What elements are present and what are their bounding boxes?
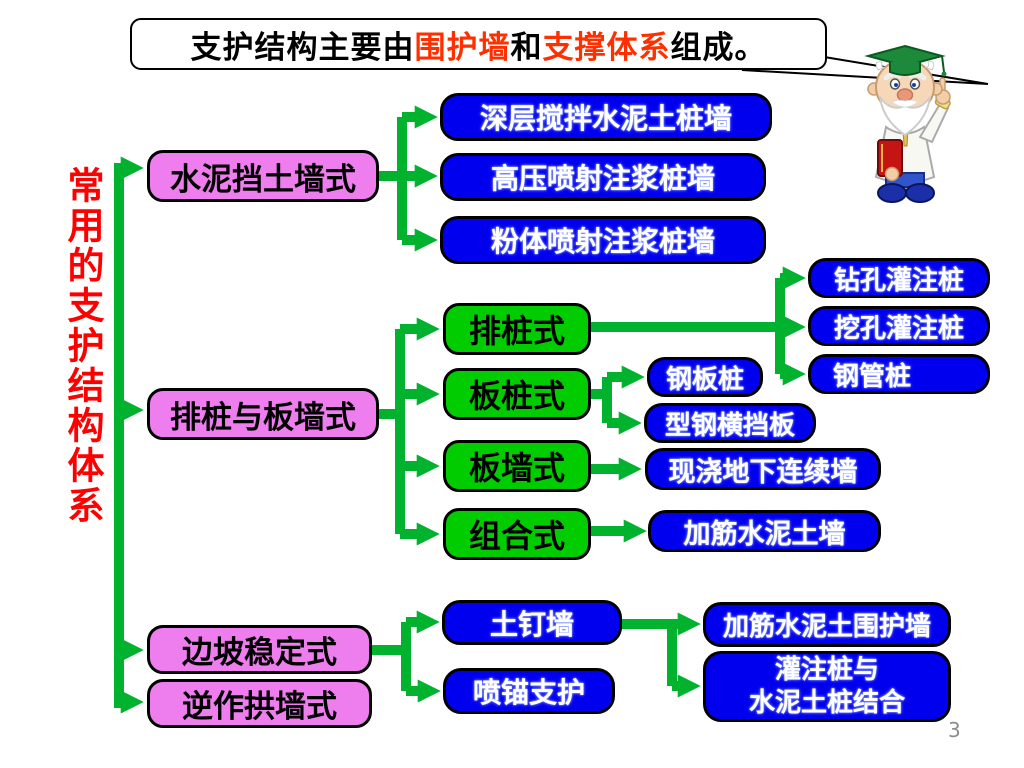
side-vertical-heading: 常用的支护结构体系: [61, 166, 104, 526]
slide-page-number: 3: [948, 718, 961, 742]
title-text: 支护结构主要由: [190, 29, 415, 66]
node-reinforced-cement-soil-retaining-wall: 加筋水泥土围护墙: [703, 602, 951, 647]
professor-mascot-icon: [864, 44, 951, 203]
node-slope-stability-type: 边坡稳定式: [147, 625, 372, 674]
node-reinforced-cement-soil-wall: 加筋水泥土墙: [648, 510, 881, 552]
tree-branches: [114, 105, 806, 714]
node-row-pile-type: 排桩式: [443, 303, 591, 355]
node-deep-mixing-cement-pile-wall: 深层搅拌水泥土桩墙: [440, 93, 772, 141]
node-row-pile-and-plate-wall-type: 排桩与板墙式: [147, 388, 379, 440]
title-speech-bubble: 支护结构主要由围护墙和支撑体系组成。: [130, 18, 827, 70]
node-steel-sheet-pile: 钢板桩: [647, 357, 763, 397]
node-cast-pile-cement-soil-combination: 灌注桩与 水泥土桩结合: [703, 651, 951, 722]
node-steel-pipe-pile: 钢管桩: [808, 354, 990, 394]
node-composite-type: 组合式: [443, 508, 591, 560]
node-dug-cast-in-place-pile: 挖孔灌注桩: [808, 306, 990, 346]
node-powder-jet-grouting-pile-wall: 粉体喷射注浆桩墙: [440, 216, 766, 264]
node-bored-cast-in-place-pile: 钻孔灌注桩: [808, 258, 990, 298]
node-reverse-arch-wall-type: 逆作拱墙式: [147, 679, 372, 728]
node-soil-nail-wall: 土钉墙: [442, 600, 622, 645]
node-shotcrete-anchor-support: 喷锚支护: [443, 668, 615, 714]
node-cement-retaining-wall-type: 水泥挡土墙式: [147, 150, 379, 202]
title-text: 和: [510, 29, 543, 66]
node-text-line: 灌注桩与: [774, 655, 879, 685]
node-text-line: 水泥土桩结合: [748, 687, 905, 718]
title-highlight-retaining-wall: 围护墙: [414, 29, 511, 66]
node-sheet-pile-type: 板桩式: [443, 368, 591, 420]
node-cast-in-place-diaphragm-wall: 现浇地下连续墙: [645, 448, 881, 490]
title-text: 组成。: [670, 29, 767, 66]
node-steel-lagging-board: 型钢横挡板: [644, 403, 816, 443]
node-high-pressure-jet-grouting-pile-wall: 高压喷射注浆桩墙: [440, 153, 766, 201]
node-plate-wall-type: 板墙式: [443, 440, 591, 492]
title-highlight-support-system: 支撑体系: [542, 29, 671, 66]
